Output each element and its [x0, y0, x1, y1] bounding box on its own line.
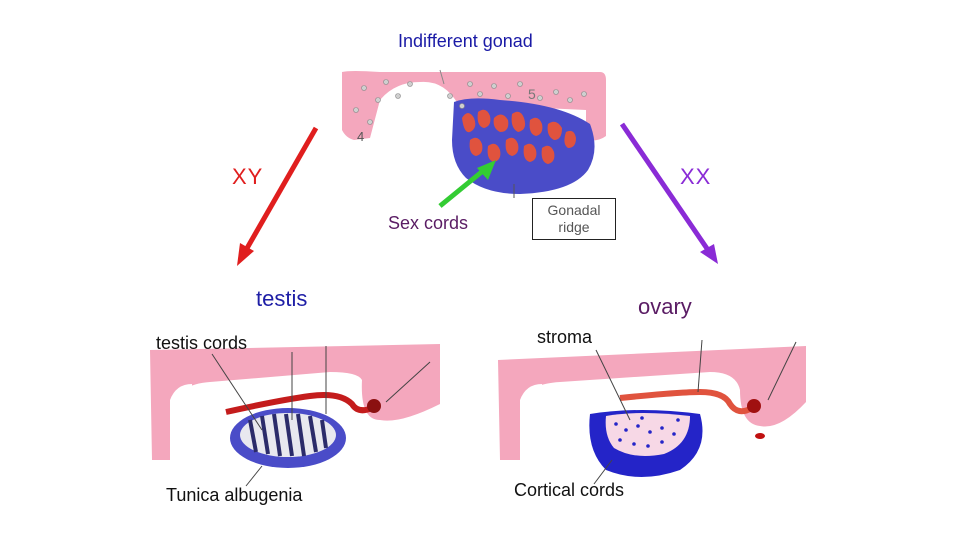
ovary-tissue [498, 346, 806, 460]
testis-duct [225, 392, 374, 415]
testis-figure [150, 344, 440, 487]
testis-left-wall [170, 384, 192, 460]
testis-cords-stripes [248, 413, 328, 457]
xy-label: XY [232, 164, 264, 189]
xx-arrow [619, 122, 718, 264]
xx-label: XX [680, 164, 712, 189]
cortical-cords-label: Cortical cords [514, 480, 625, 500]
ovary-left-wall [520, 384, 542, 460]
sex-cords-shapes [462, 109, 576, 164]
sex-cords-label: Sex cords [388, 213, 469, 233]
ovary-duct [619, 388, 754, 415]
body-wall-tissue [342, 71, 606, 141]
testis-tissue [150, 344, 440, 460]
ovary-stroma-core [605, 413, 690, 456]
label-number-5: 5 [528, 86, 536, 102]
testis-pointer-lines [211, 346, 431, 487]
diagram-title: Indifferent gonad [398, 31, 533, 51]
ovary-title: ovary [638, 294, 692, 319]
ovary-duct-end [747, 399, 761, 413]
ovary-figure [498, 339, 806, 485]
testis-cords-label: testis cords [156, 333, 248, 353]
testis-title: testis [256, 286, 308, 311]
label-number-4: 4 [357, 129, 365, 144]
ovary-cortical-dots [614, 416, 680, 448]
gonadal-ridge-label: Gonadal ridge [532, 198, 616, 240]
stroma-label: stroma [537, 327, 593, 347]
mesenchyme-dots [353, 79, 587, 125]
label-5-pointer [439, 69, 445, 85]
sex-cords-arrow [438, 160, 496, 208]
indifferent-gonad-figure [342, 69, 606, 198]
ovary-small-spot [755, 433, 765, 439]
xy-arrow [237, 126, 319, 266]
ovary-pointer-lines [593, 339, 797, 485]
testis-duct-end [367, 399, 381, 413]
tunica-albugenia-label: Tunica albugenia [166, 485, 303, 505]
